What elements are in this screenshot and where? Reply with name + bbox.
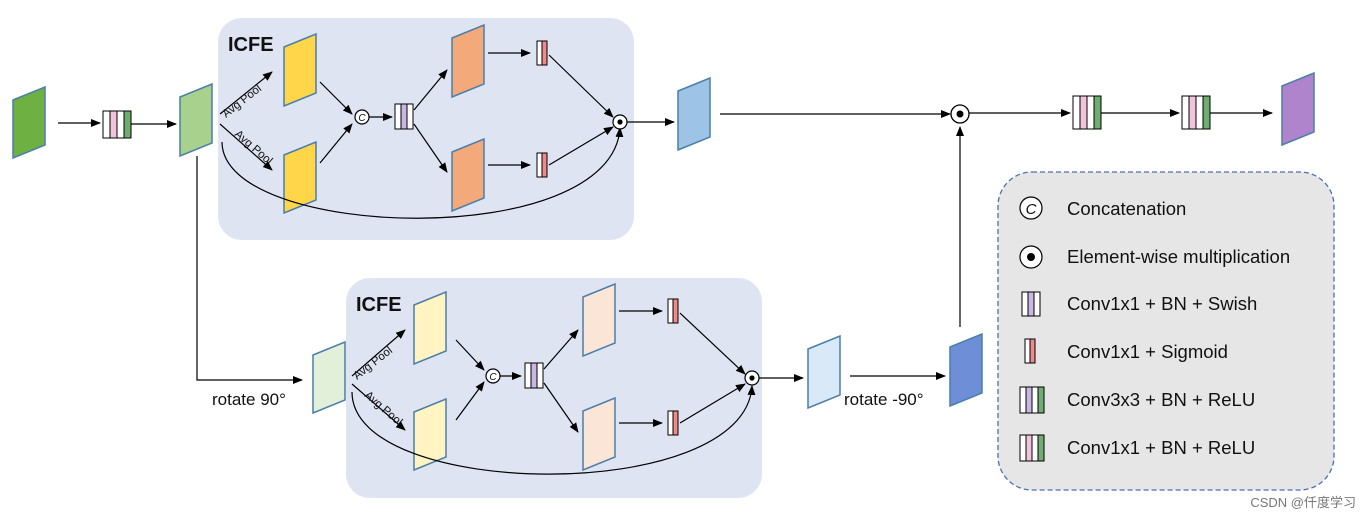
svg-text:C: C xyxy=(1026,201,1037,218)
conv1x1-bn-swish-block-top xyxy=(394,103,414,130)
legend-symbol-conv-sigmoid xyxy=(1024,338,1036,364)
legend-box xyxy=(997,171,1335,491)
orange-map-top-upper xyxy=(451,23,485,99)
multiplication-node-final xyxy=(950,104,970,124)
concatenation-node-bottom: C xyxy=(485,368,501,384)
yellow-map-top-lower xyxy=(283,140,317,215)
legend-label-conv-swish: Conv1x1 + BN + Swish xyxy=(1067,293,1257,314)
blue-map-top-output xyxy=(677,76,711,152)
rotate-90-label: rotate 90° xyxy=(212,390,286,409)
conv1x1-sigmoid-block-bottom-lower xyxy=(667,410,679,436)
mid-blue-map-rotated xyxy=(949,332,983,408)
conv1x1-bn-relu-block-1 xyxy=(102,110,132,139)
concatenation-node-top: C xyxy=(354,109,370,125)
pale-yellow-map-lower xyxy=(413,397,447,472)
svg-text:C: C xyxy=(489,372,497,383)
yellow-map-top-upper xyxy=(283,32,317,108)
pale-green-map xyxy=(312,340,346,415)
icfe-title-bottom: ICFE xyxy=(356,294,402,316)
rotate-minus-90-label: rotate -90° xyxy=(844,390,924,409)
pale-orange-map-lower xyxy=(582,396,616,472)
icfe-title-top: ICFE xyxy=(228,34,274,56)
pale-blue-map-bottom-output xyxy=(807,334,841,410)
legend-label-conv1-relu: Conv1x1 + BN + ReLU xyxy=(1067,437,1255,458)
legend-label-conv3-relu: Conv3x3 + BN + ReLU xyxy=(1067,389,1255,410)
multiplication-node-bottom xyxy=(744,370,760,386)
feature-map-light-green xyxy=(179,82,213,158)
legend-symbol-multiplication xyxy=(1019,245,1043,269)
conv1x1-bn-swish-block-bottom xyxy=(524,362,544,389)
legend-symbol-conv3-relu xyxy=(1019,386,1045,414)
legend-symbol-conv-swish xyxy=(1021,291,1041,317)
icfe-panel-bottom xyxy=(346,278,762,498)
output-feature-map xyxy=(1281,71,1315,147)
legend-label-multiplication: Element-wise multiplication xyxy=(1067,246,1290,267)
orange-map-top-lower xyxy=(451,137,485,213)
svg-text:C: C xyxy=(358,113,366,124)
legend-symbol-conv1-relu xyxy=(1019,434,1045,462)
conv1x1-sigmoid-block-top-lower xyxy=(536,152,548,178)
legend-symbol-concatenation: C xyxy=(1019,196,1043,220)
icfe-panel-top xyxy=(218,18,634,240)
conv3x3-bn-relu-block xyxy=(1072,95,1102,130)
multiplication-node-top xyxy=(612,114,628,130)
pale-orange-map-upper xyxy=(582,282,616,358)
conv1x1-sigmoid-block-top-upper xyxy=(536,40,548,66)
watermark: CSDN @仟度学习 xyxy=(1250,495,1356,510)
legend-label-concatenation: Concatenation xyxy=(1067,198,1186,219)
conv1x1-bn-relu-block-2 xyxy=(1181,95,1211,130)
conv1x1-sigmoid-block-bottom-upper xyxy=(667,298,679,324)
input-feature-map xyxy=(12,85,46,160)
legend-label-conv-sigmoid: Conv1x1 + Sigmoid xyxy=(1067,341,1228,362)
pale-yellow-map-upper xyxy=(413,290,447,366)
